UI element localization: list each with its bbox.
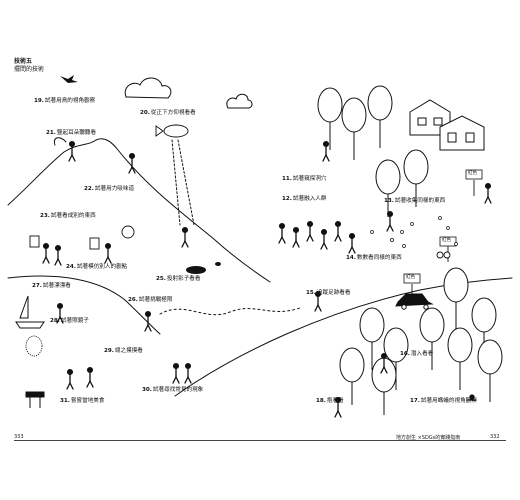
page-number-right: 332 xyxy=(490,434,500,440)
chapter-subheading: 擺問的技術 xyxy=(14,66,45,73)
house-icon xyxy=(409,99,485,151)
sign-box xyxy=(465,169,483,180)
blimp-icon xyxy=(155,124,189,138)
pebble-icon xyxy=(370,216,458,248)
light-beam xyxy=(171,139,195,226)
sign-box xyxy=(403,273,421,284)
caption-23: 23.試著看成別的東西 xyxy=(40,213,96,219)
sign-label: 紅色 xyxy=(442,238,451,243)
car-icon xyxy=(395,293,434,310)
caption-18: 18.抱看看 xyxy=(316,398,344,404)
caption-30: 30.試著尋找常見的現象 xyxy=(142,387,204,393)
caption-20: 20.從正下方仰視看看 xyxy=(140,110,196,116)
caption-29: 29.總之摸摸看 xyxy=(104,348,143,354)
caption-15: 15.追蹤足跡看看 xyxy=(306,290,351,296)
footer-rule xyxy=(14,440,506,441)
shadow-icon xyxy=(186,266,206,274)
caption-26: 26.試著挑戰極限 xyxy=(128,297,173,303)
cloud-icon xyxy=(124,77,253,109)
page-number-left: 333 xyxy=(14,434,24,440)
caption-11: 11.試著窺探洞穴 xyxy=(282,176,327,182)
caption-28: 28.試著照鏡子 xyxy=(50,318,89,324)
tree-icon xyxy=(317,85,503,415)
caption-14: 14.數數看同樣的東西 xyxy=(346,255,402,261)
sign-label: 紅色 xyxy=(406,275,415,280)
grill-icon xyxy=(25,391,45,408)
hill-outline xyxy=(7,138,271,283)
sign-box xyxy=(439,236,457,247)
caption-12: 12.試著融入人群 xyxy=(282,196,327,202)
caption-31: 31.嘗嘗當地美食 xyxy=(60,398,105,404)
caption-27: 27.試著漂漂看 xyxy=(32,283,71,289)
ground-curve xyxy=(174,277,513,397)
caption-13: 13.試著收集同樣的東西 xyxy=(384,198,446,204)
chapter-heading: 技術五 xyxy=(14,58,33,65)
bird-icon xyxy=(60,75,78,83)
mirror-icon xyxy=(25,335,43,357)
caption-25: 25.投射影子看看 xyxy=(156,276,201,282)
picture-frame-icon xyxy=(29,225,135,250)
caption-22: 22.試著用力吸味道 xyxy=(84,186,135,192)
sign-icon xyxy=(411,180,475,300)
footprint-trail xyxy=(159,307,301,316)
boat-icon xyxy=(15,295,45,329)
sign-label: 紅色 xyxy=(468,171,477,176)
caption-21: 21.豎起耳朵聽聽看 xyxy=(46,130,97,136)
caption-17: 17.試著用螞蟻的視角觀察 xyxy=(410,398,477,404)
person-icon xyxy=(42,140,492,418)
caption-16: 16.潛入看看 xyxy=(400,351,434,357)
caption-24: 24.試著模仿別人的觀點 xyxy=(66,264,128,270)
caption-19: 19.試著用鳥的視角觀察 xyxy=(34,98,96,104)
book-title: 地方創生 ×SDGs的實踐指南 xyxy=(396,435,461,441)
